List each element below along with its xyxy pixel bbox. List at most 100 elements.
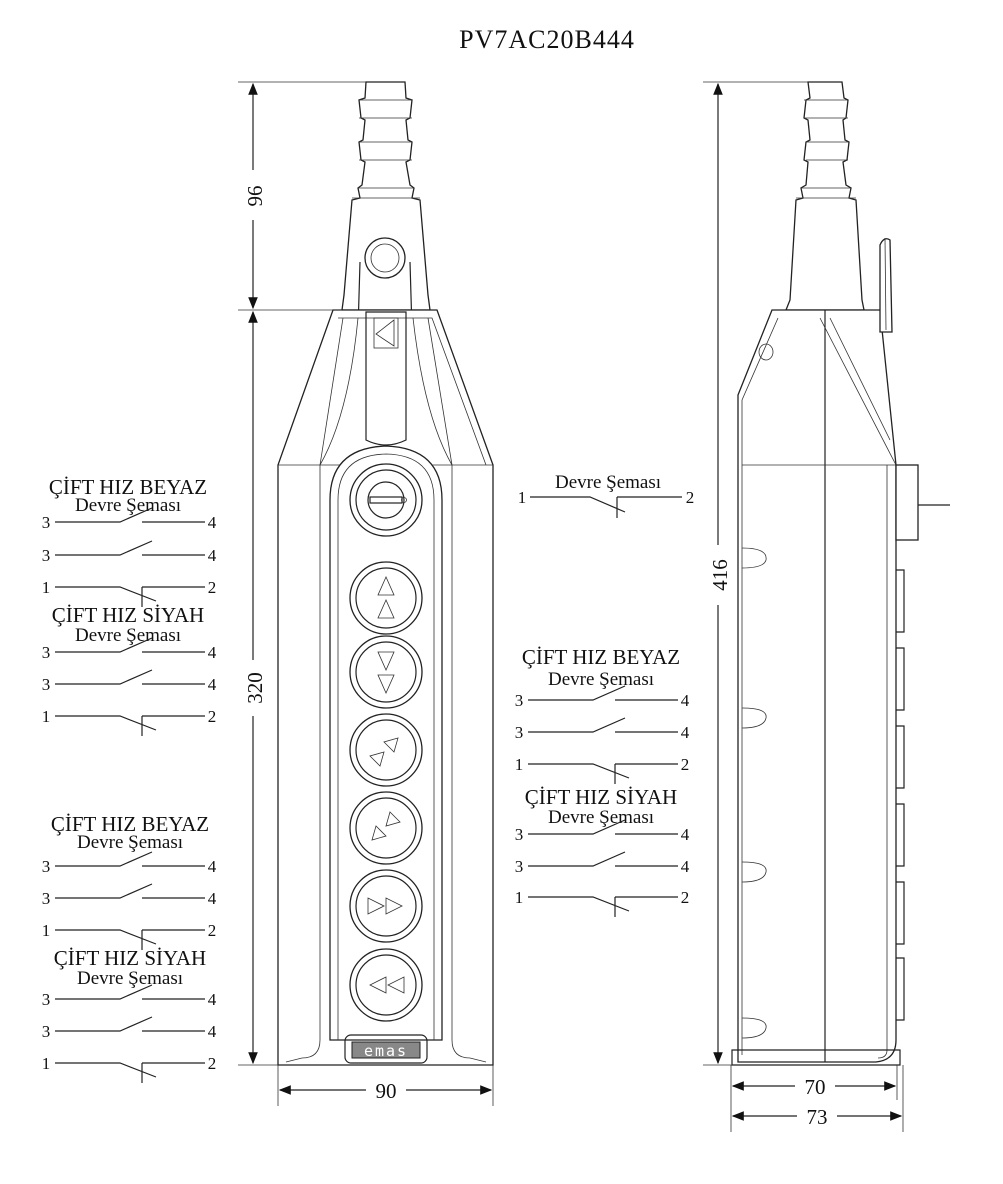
terminal-label: 3 [42, 546, 51, 565]
circuit-title: ÇİFT HIZ BEYAZ [522, 645, 680, 669]
terminal-label: 2 [681, 755, 690, 774]
pushbutton[interactable] [349, 948, 423, 1022]
contact-wire [55, 637, 205, 653]
key-switch-icon [367, 481, 407, 519]
contact-wire [55, 1016, 205, 1032]
button-face [355, 469, 417, 531]
contact-wire [55, 540, 205, 556]
side-button-profile [896, 647, 905, 711]
terminal-label: 3 [42, 675, 51, 694]
contact-wire [528, 819, 678, 835]
svg-text:Devre Şeması: Devre Şeması [555, 472, 661, 493]
pushbutton[interactable] [349, 635, 423, 709]
terminal-label: 4 [681, 857, 690, 876]
terminal-label: 3 [42, 857, 51, 876]
pushbutton[interactable] [349, 791, 423, 865]
side-button-profile [896, 957, 905, 1021]
button-face [355, 567, 417, 629]
emas-logo: emas [344, 1034, 428, 1064]
terminal-label: 1 [42, 921, 51, 940]
terminal-label: 3 [515, 825, 524, 844]
diagonal-up-right-arrow-icon [369, 737, 399, 767]
circuit-subtitle: Devre Şeması [548, 807, 654, 828]
contact-wire [55, 1062, 205, 1083]
button-bezel [349, 791, 423, 865]
circuit-subtitle: Devre Şeması [77, 968, 183, 989]
side-button-profile [896, 569, 905, 633]
terminal-label: 1 [42, 1054, 51, 1073]
terminal-label: 4 [681, 723, 690, 742]
terminal-label: 2 [208, 578, 217, 597]
terminal-label: 2 [208, 707, 217, 726]
terminal-label: 4 [208, 546, 217, 565]
contact-wire [55, 507, 205, 523]
terminal-label: 4 [208, 675, 217, 694]
terminal-label: 1 [515, 888, 524, 907]
circuit-subtitle: Devre Şeması [75, 495, 181, 516]
circuit-subtitle: Devre Şeması [75, 625, 181, 646]
terminal-label: 3 [42, 889, 51, 908]
contact-wire [55, 984, 205, 1000]
button-face [355, 875, 417, 937]
diagonal-down-left-arrow-icon [371, 811, 401, 841]
terminal-label: 1 [515, 755, 524, 774]
button-face [355, 719, 417, 781]
button-face [355, 954, 417, 1016]
down-double-arrow-icon [377, 651, 395, 694]
circuit-title: ÇİFT HIZ BEYAZ [51, 812, 209, 836]
button-bezel [349, 713, 423, 787]
terminal-label: 3 [42, 643, 51, 662]
terminal-label: 3 [42, 990, 51, 1009]
svg-text:emas: emas [364, 1042, 408, 1060]
dim-side-depth: 70 [805, 1075, 826, 1099]
front-view: emas [277, 81, 494, 1066]
terminal-label: 4 [208, 990, 217, 1009]
pushbutton[interactable] [349, 713, 423, 787]
terminal-label: 4 [208, 889, 217, 908]
terminal-label: 1 [42, 578, 51, 597]
side-button-profile [896, 803, 905, 867]
pushbutton[interactable] [349, 561, 423, 635]
contact-wire [55, 883, 205, 899]
pushbutton[interactable] [349, 463, 423, 537]
terminal-label: 3 [515, 723, 524, 742]
button-face [355, 797, 417, 859]
terminal-label: 4 [681, 825, 690, 844]
drawing-title: PV7AC20B444 [459, 25, 635, 54]
circuit-title: ÇİFT HIZ SİYAH [525, 785, 677, 809]
terminal-label: 3 [42, 1022, 51, 1041]
terminal-label: 1 [42, 707, 51, 726]
up-double-arrow-icon [377, 576, 395, 619]
terminal-label: 3 [42, 513, 51, 532]
contact-wire [528, 685, 678, 701]
circuit-subtitle: Devre Şeması [548, 669, 654, 690]
terminal-label: 2 [208, 921, 217, 940]
side-view [731, 81, 950, 1066]
pushbutton[interactable] [349, 869, 423, 943]
contact-wire [55, 715, 205, 736]
